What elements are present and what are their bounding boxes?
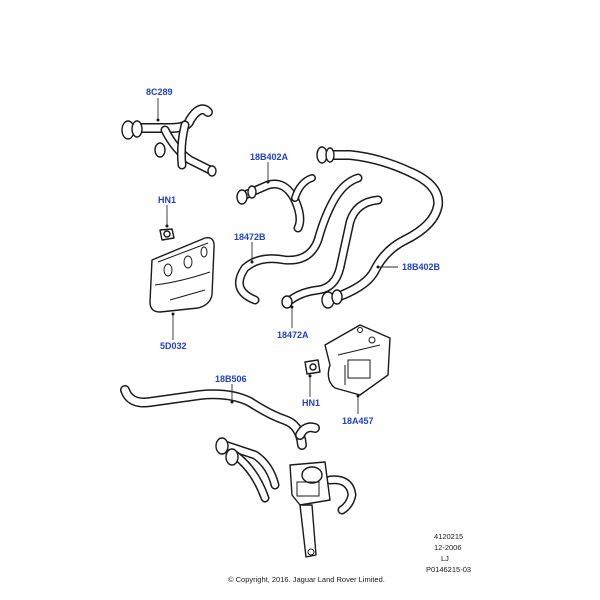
hose-18472A[interactable]: [281, 195, 383, 309]
hose-18B506[interactable]: [120, 385, 357, 558]
drawing-initials: LJ: [441, 554, 449, 563]
callout-18A457[interactable]: 18A457: [342, 416, 374, 426]
bracket-18A457[interactable]: [324, 324, 391, 396]
callout-18472B[interactable]: 18472B: [234, 232, 266, 242]
callout-18B402A[interactable]: 18B402A: [250, 152, 289, 162]
drawing-date: 12-2006: [434, 543, 462, 552]
hose-18472B[interactable]: [234, 173, 363, 305]
hose-18B402B[interactable]: [316, 146, 444, 309]
callout-5D032[interactable]: 5D032: [160, 341, 187, 351]
callout-18B402B[interactable]: 18B402B: [402, 262, 441, 272]
nut-HN1-top[interactable]: [159, 228, 175, 241]
hose-18B402A[interactable]: [236, 174, 316, 233]
callout-HN1-top[interactable]: HN1: [158, 195, 177, 205]
nut-HN1-bottom[interactable]: [304, 359, 321, 375]
bracket-5D032[interactable]: [149, 237, 215, 313]
drawing-reference: P0146215-03: [426, 565, 472, 574]
hose-8C289[interactable]: [121, 104, 217, 177]
leader-lines: [156, 98, 398, 414]
callout-18B506[interactable]: 18B506: [215, 374, 247, 384]
callout-HN1-bottom[interactable]: HN1: [302, 398, 321, 408]
drawing-code: 4120215: [434, 532, 464, 541]
callout-18472A[interactable]: 18472A: [277, 330, 309, 340]
copyright-text: © Copyright, 2016. Jaguar Land Rover Lim…: [228, 575, 385, 584]
callout-8C289[interactable]: 8C289: [146, 87, 173, 97]
